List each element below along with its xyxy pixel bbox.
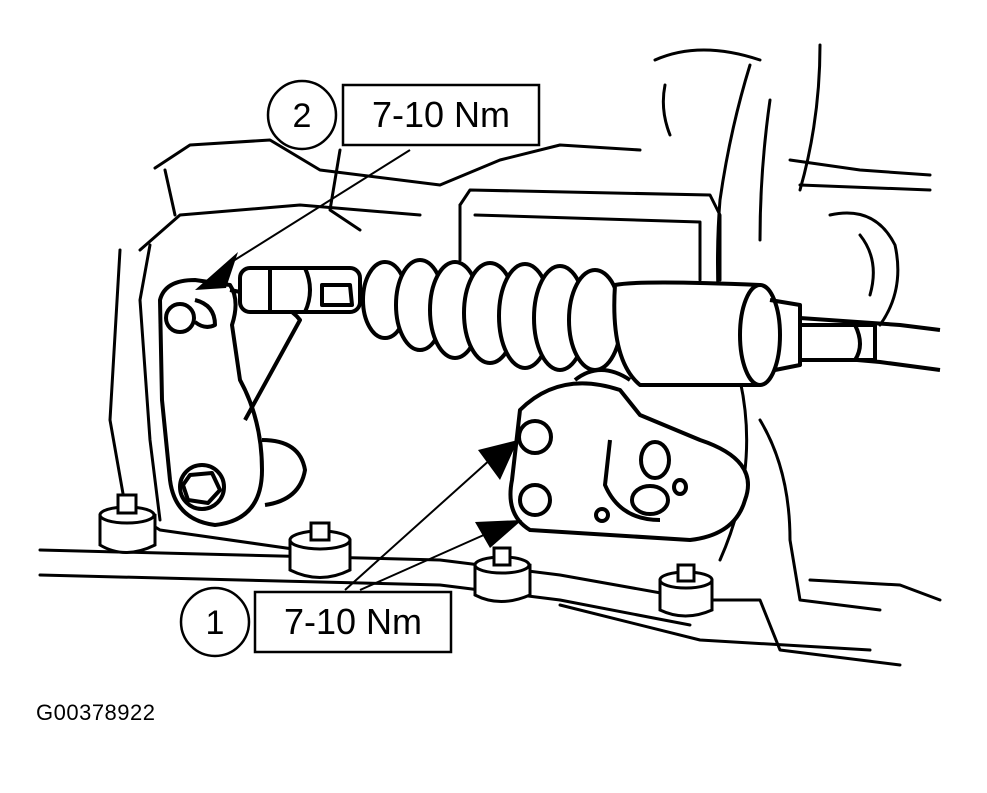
callout-2-number: 2: [293, 97, 312, 135]
callout-arrows: [195, 149, 522, 591]
callout-1-torque: 7-10 Nm: [284, 601, 422, 642]
callout-2-torque-box: [341, 83, 541, 147]
callout-1: 1 7-10 Nm: [179, 586, 453, 658]
figure-id: G00378922: [36, 700, 156, 725]
background-housing: [38, 43, 942, 667]
base-studs: [98, 493, 714, 618]
callout-2: 2 7-10 Nm: [266, 79, 541, 151]
callout-2-number-circle: [266, 79, 338, 151]
callout-1-number-circle: [179, 586, 251, 658]
shift-cable: [238, 258, 941, 387]
callout-1-number: 1: [206, 604, 225, 642]
cable-mounting-bracket: [508, 368, 750, 542]
callout-2-torque: 7-10 Nm: [372, 94, 510, 135]
shift-lever-arm: [158, 278, 307, 527]
callout-1-torque-box: [253, 590, 453, 654]
